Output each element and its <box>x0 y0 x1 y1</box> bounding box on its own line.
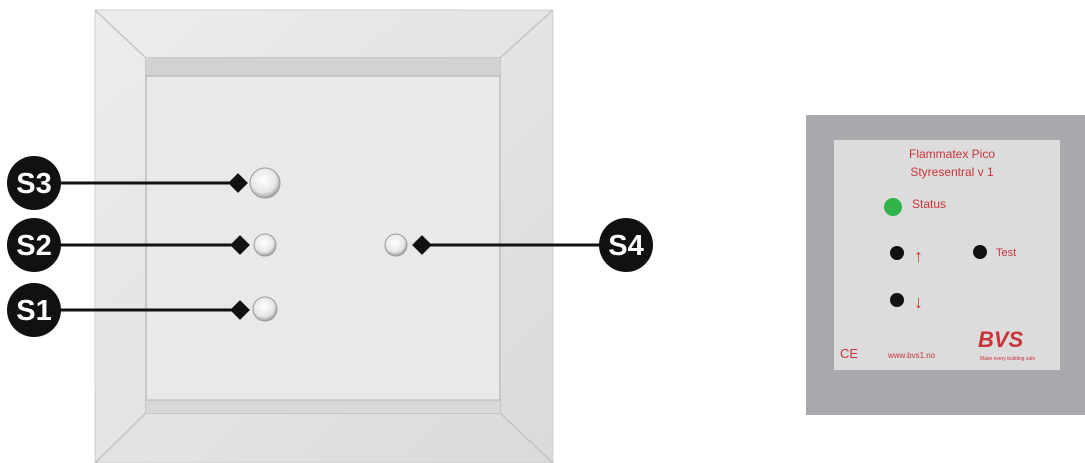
callout-s1-label: S1 <box>16 295 51 327</box>
test-label: Test <box>996 247 1016 259</box>
control-panel: Flammatex Pico Styresentral v 1 Status ↑… <box>806 115 1085 415</box>
wall-plate <box>94 9 554 463</box>
button-s3[interactable] <box>249 167 281 199</box>
ce-mark: CE <box>840 346 858 361</box>
status-label: Status <box>912 197 946 211</box>
brand-logo: BVS <box>978 327 1024 352</box>
panel-title-line2: Styresentral v 1 <box>910 165 994 179</box>
callout-s4: S4 <box>412 218 653 272</box>
up-arrow: ↑ <box>914 246 923 266</box>
callout-s2: S2 <box>7 218 250 272</box>
callout-s4-label: S4 <box>608 230 643 262</box>
panel-title-line1: Flammatex Pico <box>909 147 995 161</box>
callout-s3-label: S3 <box>16 168 51 200</box>
button-s4[interactable] <box>384 233 408 257</box>
button-s2[interactable] <box>253 233 277 257</box>
up-button[interactable] <box>890 246 904 260</box>
button-s1[interactable] <box>252 296 278 322</box>
callout-s2-label: S2 <box>16 230 51 262</box>
brand-tagline: Make every building safe <box>980 356 1036 362</box>
status-led <box>884 198 902 216</box>
test-button[interactable] <box>973 245 987 259</box>
callout-s1: S1 <box>7 283 250 337</box>
down-button[interactable] <box>890 293 904 307</box>
website-text: www.bvs1.no <box>887 351 936 360</box>
callout-s3: S3 <box>7 156 248 210</box>
down-arrow: ↓ <box>914 292 923 312</box>
